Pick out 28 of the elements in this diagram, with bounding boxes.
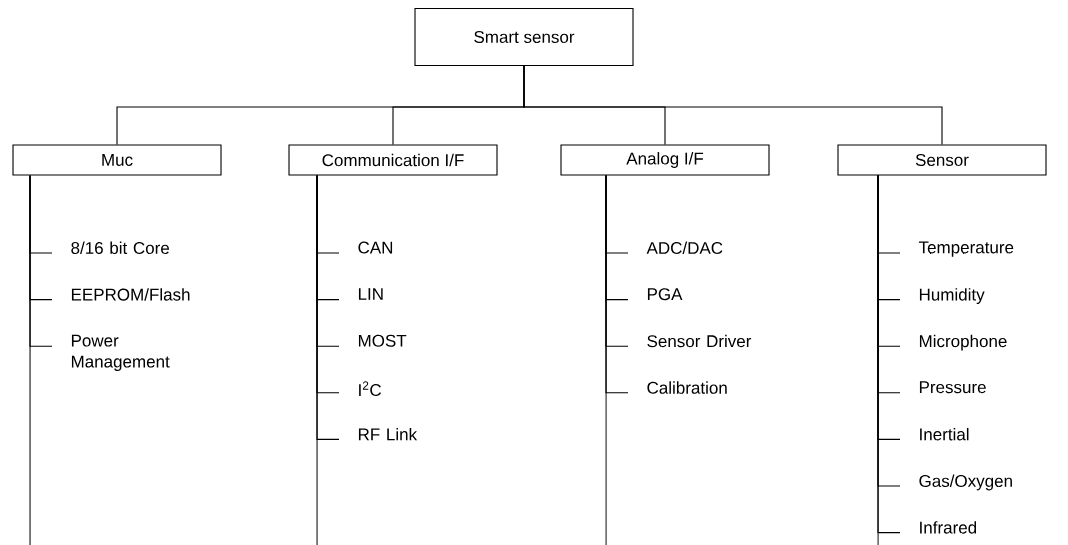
connector-line	[605, 175, 629, 394]
item-text: Calibration	[647, 381, 727, 394]
item-text: PGA	[647, 288, 683, 301]
item-text: Gas/Oxygen	[919, 474, 1012, 491]
category-box: Communication I/F	[288, 144, 498, 176]
item-text: EEPROM/Flash	[71, 288, 190, 301]
item-text: Temperature	[918, 241, 1014, 257]
item-text: Humidity	[919, 288, 985, 304]
connector-line	[316, 175, 340, 440]
item-text: CAN	[358, 241, 393, 254]
item-text: LIN	[358, 288, 383, 300]
item-text: Infrared	[920, 521, 977, 534]
category-box: Analog I/F	[560, 144, 770, 176]
item-text: RF Link	[358, 427, 418, 441]
item-text: Pressure	[919, 381, 986, 394]
category-box: Sensor	[837, 144, 1047, 176]
item-text: 8/16 bit Core	[71, 241, 169, 255]
item-text: Inertial	[920, 427, 969, 441]
item-text: Microphone	[919, 334, 1007, 351]
connector-line	[523, 65, 943, 145]
item-text: I$^{2}$C	[359, 381, 382, 397]
item-text: MOST	[358, 334, 407, 347]
root-box: Smart sensor	[414, 7, 634, 67]
category-box: Muc	[12, 144, 222, 176]
connector-line	[29, 175, 53, 347]
item-text: ADC/DAC	[646, 241, 723, 255]
item-text: Power Management	[71, 334, 170, 371]
item-text: Sensor Driver	[647, 334, 752, 348]
